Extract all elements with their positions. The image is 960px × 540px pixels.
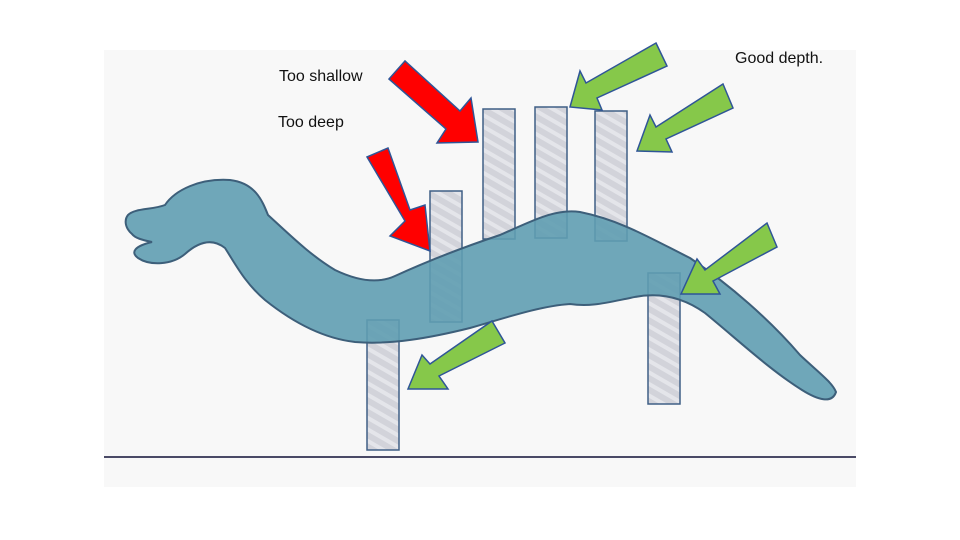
arrow-good-4: [406, 319, 507, 390]
label-too-deep: Too deep: [278, 114, 344, 131]
label-good-depth: Good depth.: [735, 50, 824, 67]
arrow-good-1: [569, 41, 669, 111]
ground-line: [104, 456, 856, 458]
arrow-good-2: [635, 82, 734, 153]
red-arrow-icon: [365, 59, 479, 253]
arrow-too-deep: [365, 146, 431, 253]
arrow-good-3: [679, 221, 778, 295]
green-arrow-icon: [406, 41, 778, 390]
arrow-too-shallow: [387, 59, 479, 144]
label-too-shallow: Too shallow: [279, 68, 363, 85]
post-too-shallow: [482, 108, 516, 240]
creature-silhouette: [124, 178, 838, 401]
